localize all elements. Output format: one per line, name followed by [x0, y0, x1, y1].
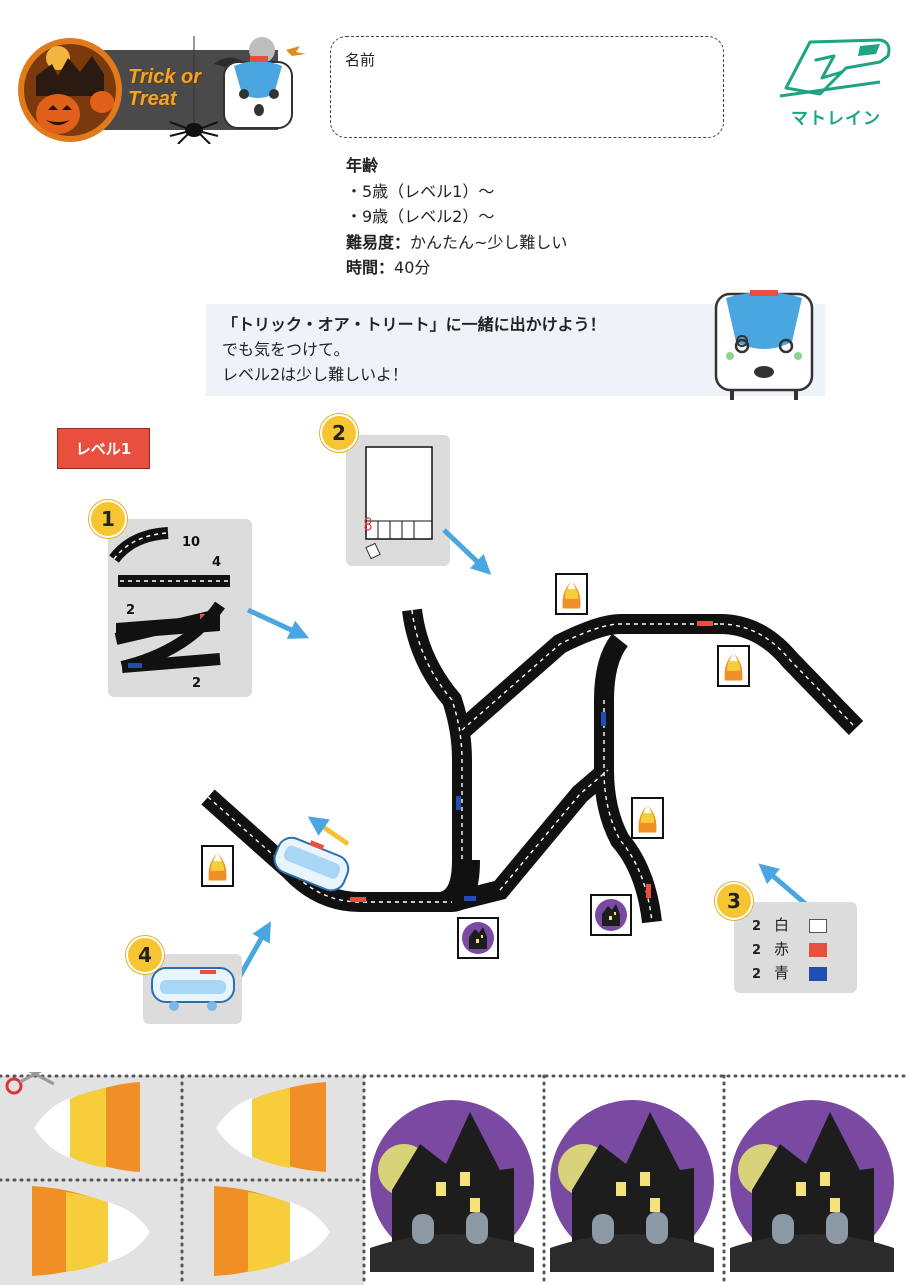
candy-corn-icon — [214, 1186, 330, 1276]
candy-corn-icon — [216, 1082, 326, 1172]
step3-badge: 3 — [715, 882, 753, 920]
switch-right-count: 2 — [192, 676, 202, 691]
time-value: 40分 — [394, 258, 431, 277]
level-tag: レベル1 — [57, 428, 150, 469]
candy-corn-icon — [638, 805, 657, 833]
name-label: 名前 — [345, 51, 376, 69]
switch-left-count: 2 — [126, 603, 136, 618]
haunted-house-tile — [457, 917, 499, 959]
banner-title: Trick or Treat — [128, 66, 228, 110]
brand-name: マトレイン — [791, 109, 881, 129]
legend-count: 2 — [752, 967, 762, 982]
straight-count: 4 — [212, 555, 222, 570]
age-level2: ・9歳（レベル2）～ — [346, 207, 495, 226]
candy-corn-icon — [32, 1186, 150, 1276]
haunted-house-tile — [590, 894, 632, 936]
banner-title-line2: Treat — [128, 88, 177, 110]
legend-count: 2 — [752, 919, 762, 934]
pumpkin-icon — [36, 94, 80, 134]
cut-sheet-icon — [364, 446, 433, 560]
age-label: 年齢 — [346, 156, 379, 175]
candy-corn-tile — [201, 845, 234, 887]
train-car-icon — [151, 967, 235, 1011]
name-field[interactable]: 名前 — [330, 36, 724, 138]
difficulty-value: かんたん~少し難しい — [410, 232, 568, 252]
candy-corn-icon — [34, 1082, 140, 1172]
curve-count: 10 — [182, 535, 201, 550]
candy-corn-tile — [631, 797, 664, 839]
haunted-house-icon — [462, 922, 494, 954]
haunted-house-icon — [595, 899, 627, 931]
step1-badge: 1 — [89, 500, 127, 538]
train-mascot-icon — [714, 290, 814, 400]
speech-text: 「トリック・オア・トリート」に一緒に出かけよう！ でも気をつけて。 レベル2は少… — [222, 312, 606, 387]
banner-title-line1: Trick or — [128, 66, 201, 88]
train-car-icon — [273, 836, 350, 892]
trick-or-treat-banner — [18, 36, 306, 144]
speech-line2: でも気をつけて。 — [222, 340, 350, 359]
legend-label: 青 — [774, 964, 790, 982]
track-pieces-icon — [109, 527, 230, 673]
spider-icon — [169, 36, 219, 144]
brand-logo — [779, 38, 891, 98]
step4-badge: 4 — [126, 936, 164, 974]
step3-panel — [734, 902, 857, 993]
haunted-house-icon — [370, 1100, 534, 1272]
train-mascot-icon — [223, 56, 293, 129]
legend-count: 2 — [752, 943, 762, 958]
haunted-house-icon — [550, 1100, 714, 1272]
blue-swatch — [809, 966, 828, 981]
scissors-icon — [5, 1072, 55, 1095]
step2-badge: 2 — [320, 414, 358, 452]
legend-label: 赤 — [774, 940, 790, 958]
speech-line3: レベル2は少し難しいよ！ — [222, 365, 408, 384]
candy-corn-icon — [724, 653, 743, 681]
age-level1: ・5歳（レベル1）～ — [346, 181, 495, 201]
haunted-house-icon — [730, 1100, 894, 1272]
speech-line1: 「トリック・オア・トリート」に一緒に出かけよう！ — [222, 315, 606, 334]
difficulty-label: 難易度： — [346, 232, 411, 252]
scissors-icon — [364, 517, 372, 531]
candy-corn-icon — [208, 853, 227, 881]
red-swatch — [809, 942, 828, 957]
time-label: 時間： — [346, 258, 395, 277]
candy-corn-tile — [717, 645, 750, 687]
candy-corn-icon — [562, 581, 581, 609]
cutout-sheet — [0, 1072, 910, 1285]
white-swatch — [809, 918, 828, 933]
legend-label: 白 — [774, 916, 790, 934]
candy-corn-tile — [555, 573, 588, 615]
activity-info: 年齢 ・5歳（レベル1）～ ・9歳（レベル2）～ 難易度：かんたん~少し難しい … — [346, 153, 567, 281]
